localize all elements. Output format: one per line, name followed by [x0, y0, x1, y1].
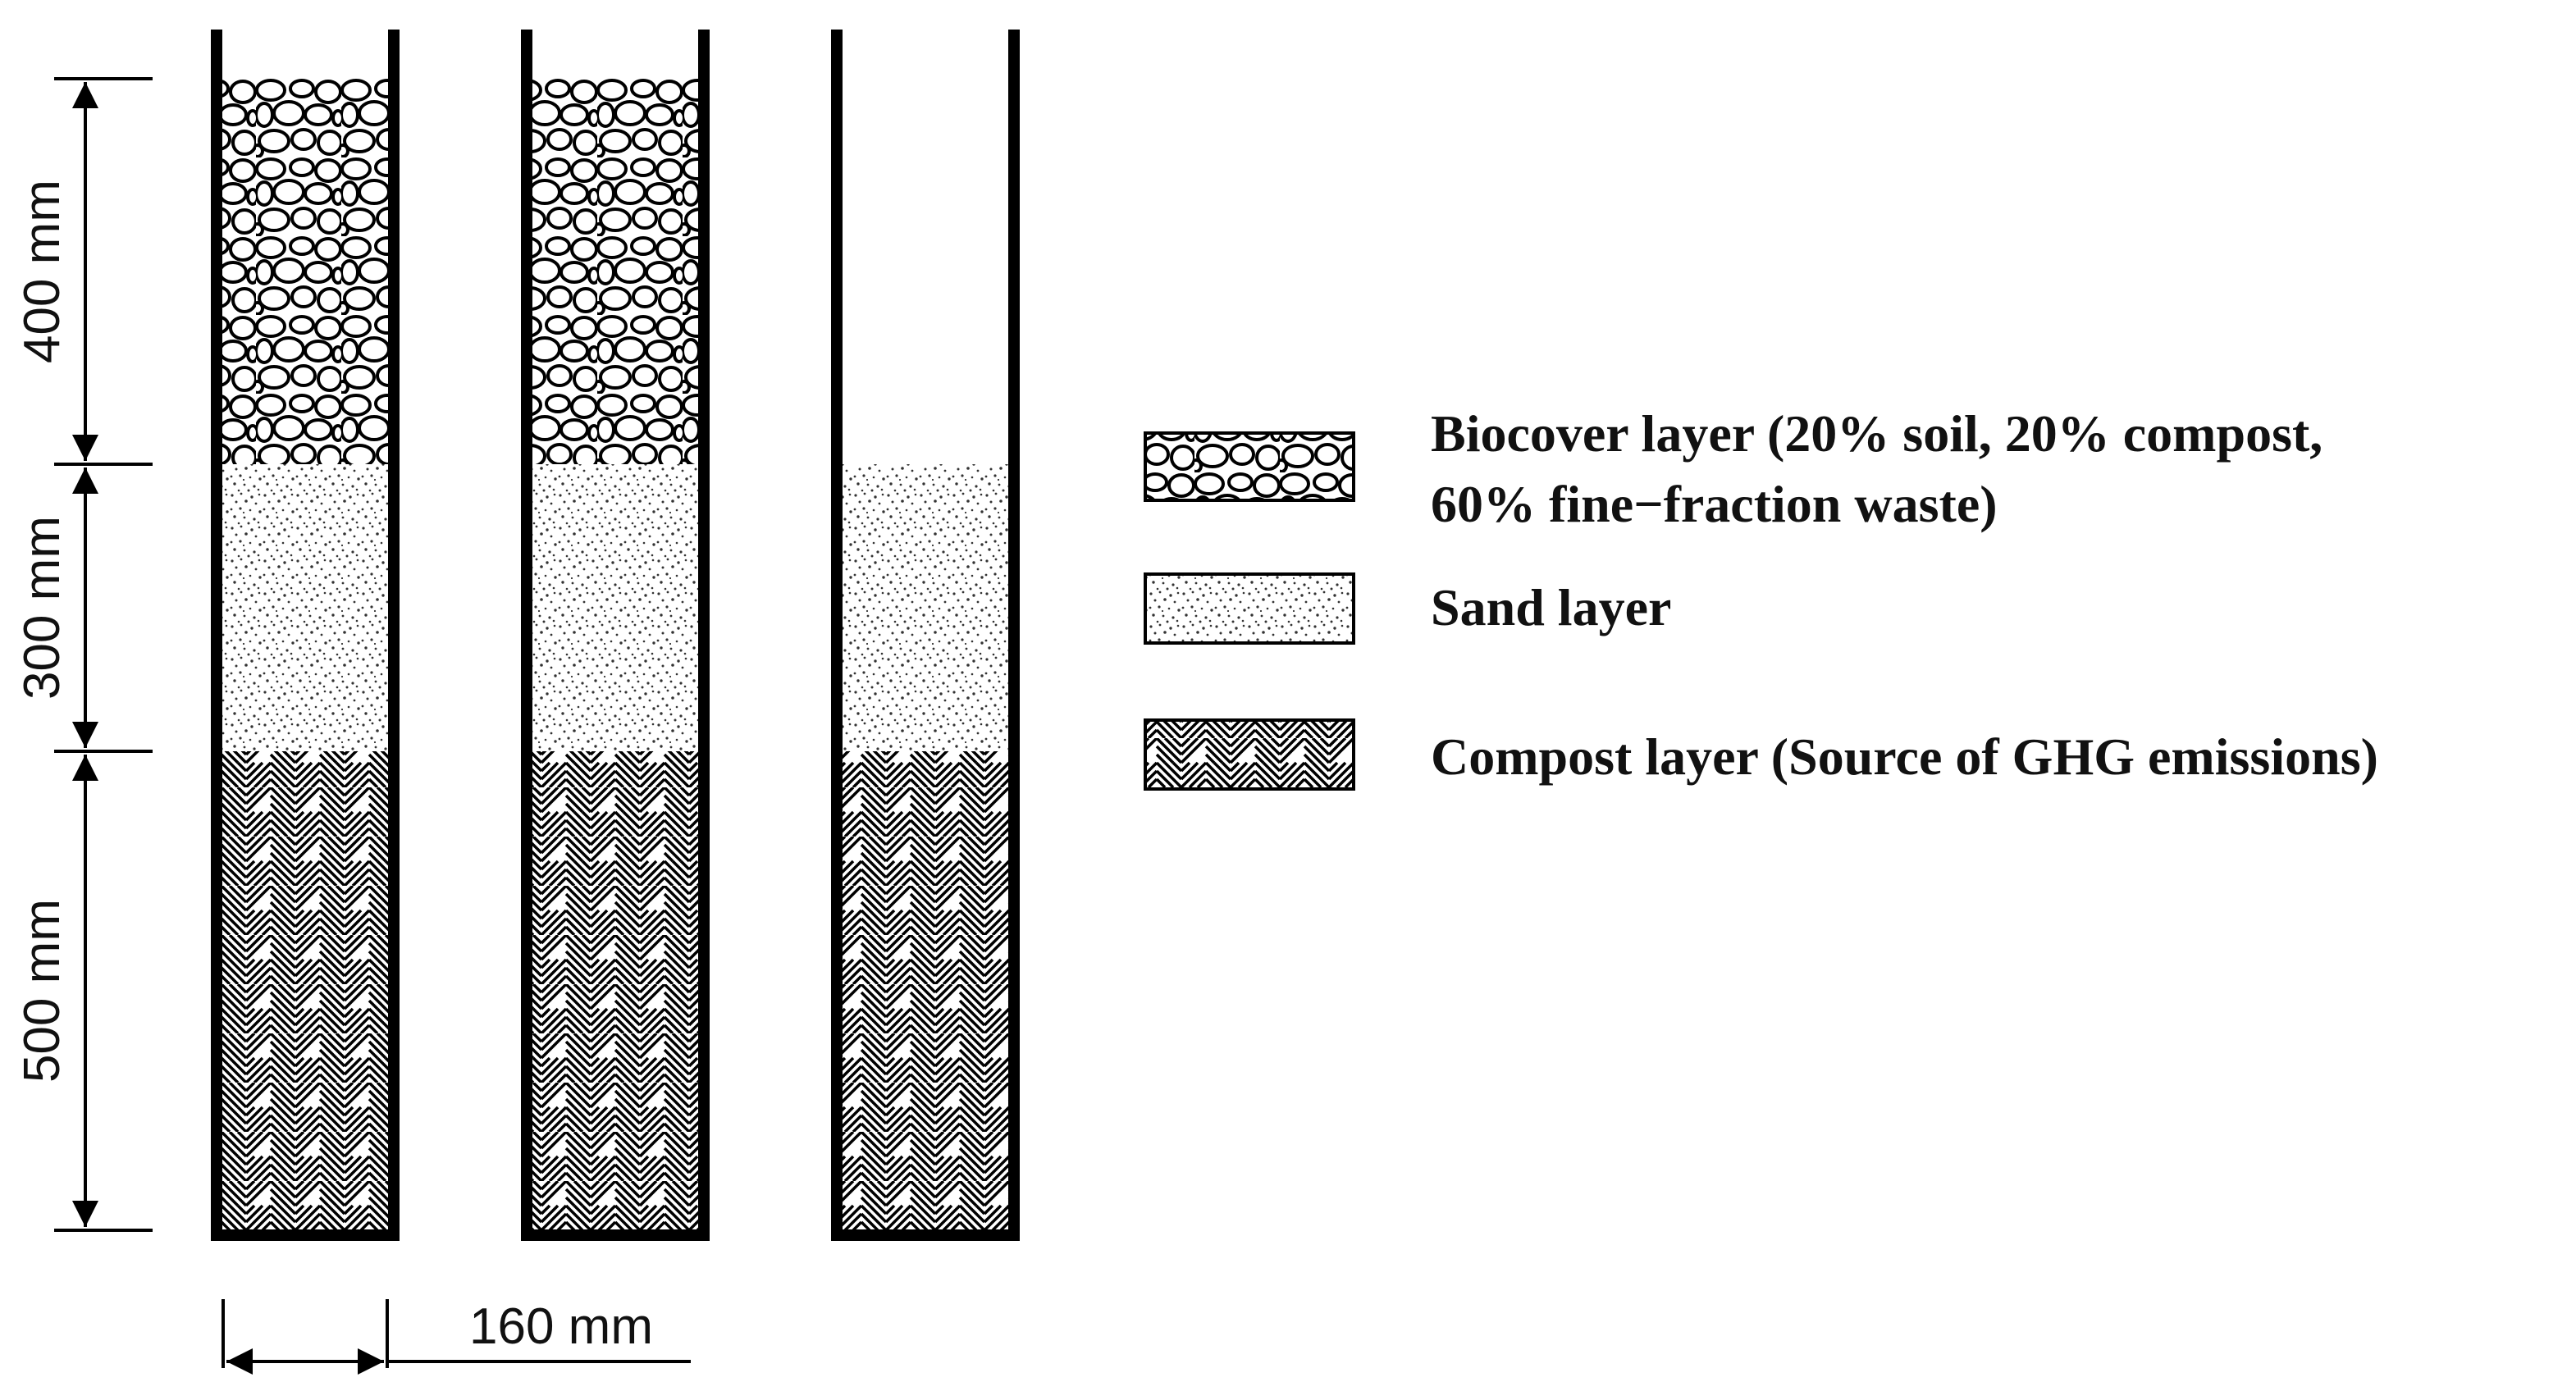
column-1-sand-layer: [222, 464, 389, 751]
width-dimension: [222, 1299, 691, 1375]
legend: Biocover layer (20% soil, 20% compost, 6…: [1144, 404, 2378, 791]
column-1-biocover-layer: [222, 79, 389, 464]
column-2-sand-layer: [532, 464, 699, 751]
column-3-compost-layer: [842, 751, 1009, 1230]
legend-biocover-swatch: [1144, 431, 1355, 502]
column-1: [211, 30, 400, 1241]
column-1-wall: [211, 30, 400, 1241]
column-2-biocover-layer: [532, 79, 699, 464]
legend-biocover-label-line2: 60% fine−fraction waste): [1431, 475, 1998, 533]
column-3-sand-layer: [842, 464, 1009, 751]
legend-sand-swatch: [1144, 572, 1355, 645]
legend-sand-label: Sand layer: [1431, 578, 1671, 636]
sand-height-label: 300 mm: [14, 516, 71, 700]
column-3: [831, 30, 1020, 1241]
biocover-height-label: 400 mm: [14, 180, 71, 363]
legend-compost-swatch: [1144, 718, 1355, 791]
column-2-wall: [521, 30, 710, 1241]
column-2: [521, 30, 710, 1241]
vertical-dimensions: [54, 77, 153, 1232]
column-width-label: 160 mm: [469, 1298, 653, 1355]
column-2-compost-layer: [532, 751, 699, 1230]
column-3-wall: [831, 30, 1020, 1241]
compost-height-label: 500 mm: [14, 899, 71, 1083]
legend-compost-label: Compost layer (Source of GHG emissions): [1431, 727, 2378, 786]
column-1-compost-layer: [222, 751, 389, 1230]
legend-biocover-label-line1: Biocover layer (20% soil, 20% compost,: [1431, 404, 2323, 463]
